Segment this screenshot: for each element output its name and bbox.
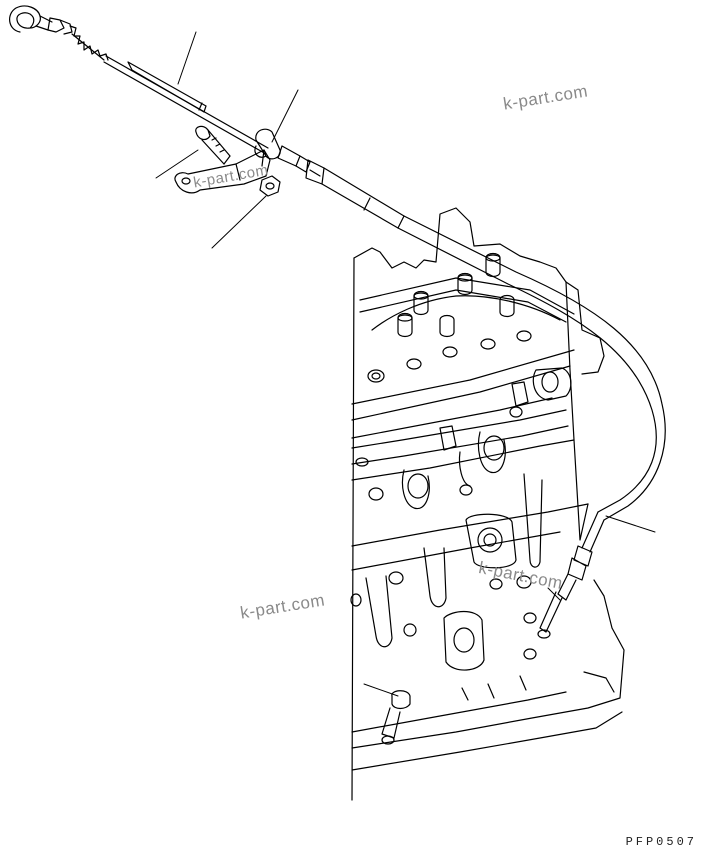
dipstick-guide-tube [255,129,665,638]
bolt [196,126,210,139]
block-ribs [351,407,542,700]
tube-lower-fitting [568,546,592,580]
nut [260,176,280,196]
drain-plug [392,691,410,709]
dipstick-cap [48,18,72,34]
figure-code: PFP0507 [625,835,697,849]
cylinder-head-outline [354,208,604,374]
engine-block [351,208,624,800]
dipstick-rod [104,56,268,154]
dipstick-gauge-marks [128,62,206,112]
block-bottom-flange [352,580,624,748]
bracket [175,150,270,193]
dipstick-handle-ring [10,6,41,32]
dipstick [10,6,268,154]
dipstick-seal [70,26,108,60]
injectors [398,254,514,337]
leader-lines [156,32,655,696]
head-gasket [352,410,568,464]
mounting-hardware [175,126,280,196]
oil-cooler-cover [466,514,516,568]
head-bolts [356,331,531,466]
oil-pump-cover [444,612,484,671]
